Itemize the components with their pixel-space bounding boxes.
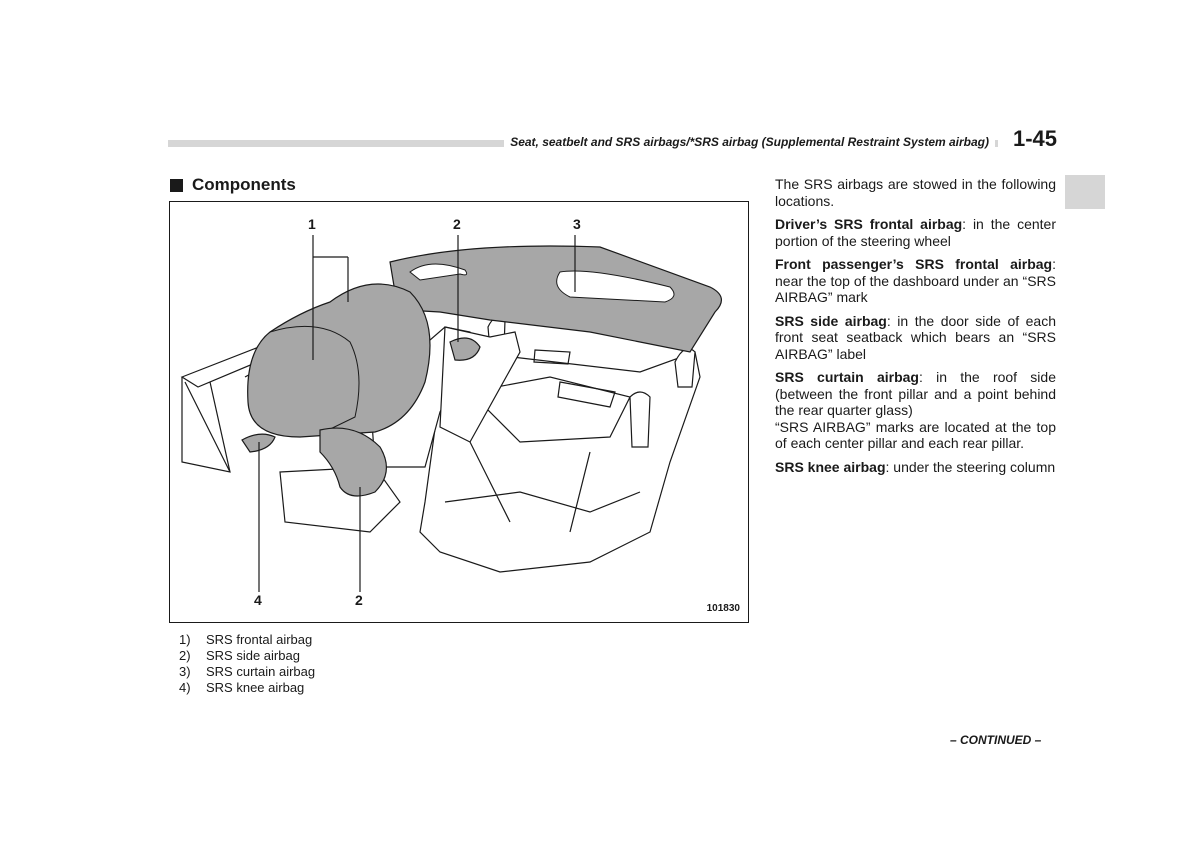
item-term: Front passenger’s SRS frontal airbag bbox=[775, 256, 1053, 272]
frontal-airbag-shape bbox=[247, 283, 431, 438]
item-text: : in the center portion of the steering … bbox=[775, 216, 1056, 249]
square-bullet-icon bbox=[170, 178, 183, 192]
item-term: SRS curtain airbag bbox=[775, 369, 919, 385]
callout-4: 4 bbox=[254, 592, 262, 608]
legend-label: SRS frontal airbag bbox=[206, 632, 313, 647]
callout-2: 2 bbox=[453, 216, 461, 232]
airbag-location-item: Driver’s SRS frontal airbag: in the cent… bbox=[775, 216, 1056, 249]
item-text: : near the top of the dashboard under an… bbox=[775, 256, 1056, 305]
figure-legend: 1) SRS frontal airbag 2) SRS side airbag… bbox=[179, 632, 315, 696]
airbag-components-figure: 1 2 3 4 2 101830 bbox=[169, 201, 749, 623]
side-airbag-shape bbox=[319, 427, 387, 497]
item-term: SRS side airbag bbox=[775, 312, 887, 329]
legend-item: 1) SRS frontal airbag bbox=[179, 632, 315, 648]
legend-label: SRS side airbag bbox=[206, 648, 300, 663]
item-text: : in the door side of each front seat se… bbox=[775, 312, 1057, 362]
item-text: : under the steering column bbox=[885, 458, 1056, 475]
callout-3: 3 bbox=[573, 216, 581, 232]
airbag-mark-note: “SRS AIRBAG” marks are located at the to… bbox=[775, 418, 1056, 452]
airbag-location-item: Front passenger’s SRS frontal airbag: ne… bbox=[775, 256, 1056, 306]
legend-item: 4) SRS knee airbag bbox=[179, 680, 315, 696]
legend-number: 1) bbox=[179, 632, 191, 647]
section-heading: Components bbox=[170, 175, 296, 195]
page-number: 1-45 bbox=[1013, 126, 1058, 151]
item-term: Driver’s SRS frontal airbag bbox=[775, 216, 963, 232]
airbag-location-item: SRS curtain airbag: in the roof side (be… bbox=[775, 369, 1056, 419]
callout-1: 1 bbox=[308, 216, 316, 232]
legend-number: 4) bbox=[179, 680, 191, 695]
legend-item: 3) SRS curtain airbag bbox=[179, 664, 315, 680]
curtain-airbag-shape bbox=[389, 245, 722, 353]
legend-number: 2) bbox=[179, 648, 191, 663]
chapter-tab bbox=[1065, 175, 1105, 209]
intro-paragraph: The SRS airbags are stowed in the follow… bbox=[775, 176, 1056, 209]
legend-label: SRS knee airbag bbox=[206, 680, 305, 695]
body-text-column: The SRS airbags are stowed in the follow… bbox=[775, 176, 1056, 482]
legend-label: SRS curtain airbag bbox=[206, 664, 316, 679]
legend-number: 3) bbox=[179, 664, 191, 679]
running-header-title: Seat, seatbelt and SRS airbags/*SRS airb… bbox=[504, 135, 995, 149]
item-term: SRS knee airbag bbox=[775, 458, 886, 475]
airbag-location-item: SRS side airbag: in the door side of eac… bbox=[775, 313, 1056, 363]
section-heading-text: Components bbox=[192, 175, 296, 194]
airbag-location-item: SRS knee airbag: under the steering colu… bbox=[775, 459, 1056, 476]
continued-marker: – CONTINUED – bbox=[950, 733, 1042, 747]
callout-2-lower: 2 bbox=[355, 592, 363, 608]
figure-id: 101830 bbox=[706, 603, 740, 614]
car-interior-illustration bbox=[180, 235, 722, 592]
legend-item: 2) SRS side airbag bbox=[179, 648, 315, 664]
item-text: : in the roof side (between the front pi… bbox=[775, 369, 1056, 418]
